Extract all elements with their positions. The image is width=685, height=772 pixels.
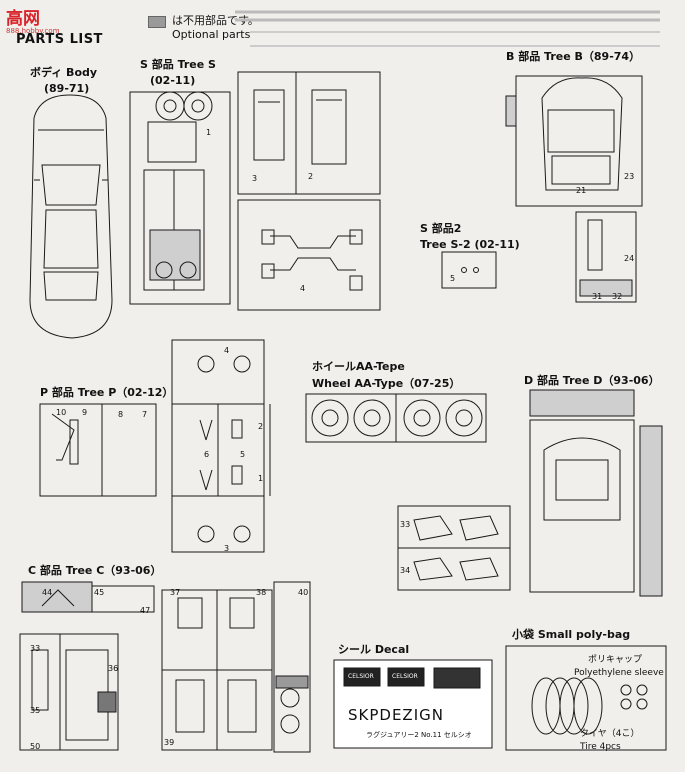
part-number: 3 xyxy=(224,544,230,553)
site-url: 888.hobby.com xyxy=(6,27,60,35)
part-number: 39 xyxy=(164,738,175,747)
optional-legend-swatch xyxy=(148,16,166,28)
bag-cap-jp: ポリキャップ xyxy=(588,655,643,665)
part-number: 36 xyxy=(108,664,119,673)
body-shell xyxy=(29,94,113,339)
tree-s2-label: S 部品2 xyxy=(420,222,462,235)
part-number: 9 xyxy=(82,408,88,417)
decal-brand-2: CELSIOR xyxy=(392,673,418,680)
tree-d xyxy=(397,389,663,597)
part-number: 23 xyxy=(624,172,635,181)
part-number: 3 xyxy=(252,174,258,183)
part-number: 50 xyxy=(30,742,41,751)
decal-brand-1: CELSIOR xyxy=(348,673,374,680)
tree-b-label: B 部品 Tree B（89-74） xyxy=(506,50,641,63)
part-number: 4 xyxy=(300,284,306,293)
site-watermark: 高网 888.hobby.com xyxy=(6,4,60,35)
tree-b xyxy=(505,75,643,303)
tree-p-label: P 部品 Tree P（02-12） xyxy=(40,386,174,399)
part-number: 45 xyxy=(94,588,105,597)
bag-label: 小袋 Small poly-bag xyxy=(512,628,631,641)
tree-s-label: S 部品 Tree S xyxy=(140,58,216,71)
part-number: 8 xyxy=(118,410,124,419)
wheel-rims xyxy=(311,399,483,437)
tree-d-label: D 部品 Tree D（93-06） xyxy=(524,374,660,387)
part-number: 2 xyxy=(258,422,264,431)
part-number: 5 xyxy=(240,450,246,459)
part-number: 2 xyxy=(308,172,314,181)
tree-body-code: (89-71) xyxy=(44,82,90,95)
legend-text-en: Optional parts xyxy=(172,28,251,41)
part-number: 38 xyxy=(256,588,267,597)
part-number: 33 xyxy=(400,520,411,529)
part-number: 1 xyxy=(258,474,264,483)
part-number: 33 xyxy=(30,644,41,653)
part-number: 32 xyxy=(612,292,623,301)
part-number: 24 xyxy=(624,254,635,263)
decal-maker: SKPDEZIGN xyxy=(348,706,444,724)
part-number: 40 xyxy=(298,588,309,597)
bag-tire-jp: タイヤ（4こ） xyxy=(580,729,640,739)
part-number: 10 xyxy=(56,408,67,417)
tree-wheel-label: ホイールAA-Tepe xyxy=(312,360,405,373)
part-number: 34 xyxy=(400,566,411,575)
tree-s2-code: Tree S-2 (02-11) xyxy=(420,238,520,251)
bag-cap-en: Polyethylene sleeve xyxy=(574,668,664,678)
part-number: 7 xyxy=(142,410,148,419)
part-number: 4 xyxy=(224,346,230,355)
part-number: 21 xyxy=(576,186,587,195)
part-number: 44 xyxy=(42,588,53,597)
site-logo: 高网 xyxy=(6,9,40,29)
decal-caption: ラグジュアリー2 No.11 セルシオ xyxy=(366,731,472,739)
tree-body-label: ボディ Body xyxy=(30,66,98,79)
tree-s-chassis xyxy=(129,91,231,305)
part-number: 6 xyxy=(204,450,210,459)
bag-tire-en: Tire 4pcs xyxy=(580,742,621,752)
page-title: PARTS LIST xyxy=(16,32,103,47)
tree-c-label: C 部品 Tree C（93-06） xyxy=(28,564,162,577)
tree-s-code: (02-11) xyxy=(150,74,196,87)
tree-c xyxy=(19,581,311,753)
part-number: 5 xyxy=(450,274,456,283)
decal-label: シール Decal xyxy=(338,643,410,656)
part-number: 47 xyxy=(140,606,151,615)
legend-text-jp: は不用部品です。 xyxy=(172,14,259,27)
tree-wheel-code: Wheel AA-Type（07-25） xyxy=(312,377,461,390)
part-number: 35 xyxy=(30,706,41,715)
part-number: 37 xyxy=(170,588,181,597)
part-number: 31 xyxy=(592,292,603,301)
part-number: 1 xyxy=(206,128,212,137)
